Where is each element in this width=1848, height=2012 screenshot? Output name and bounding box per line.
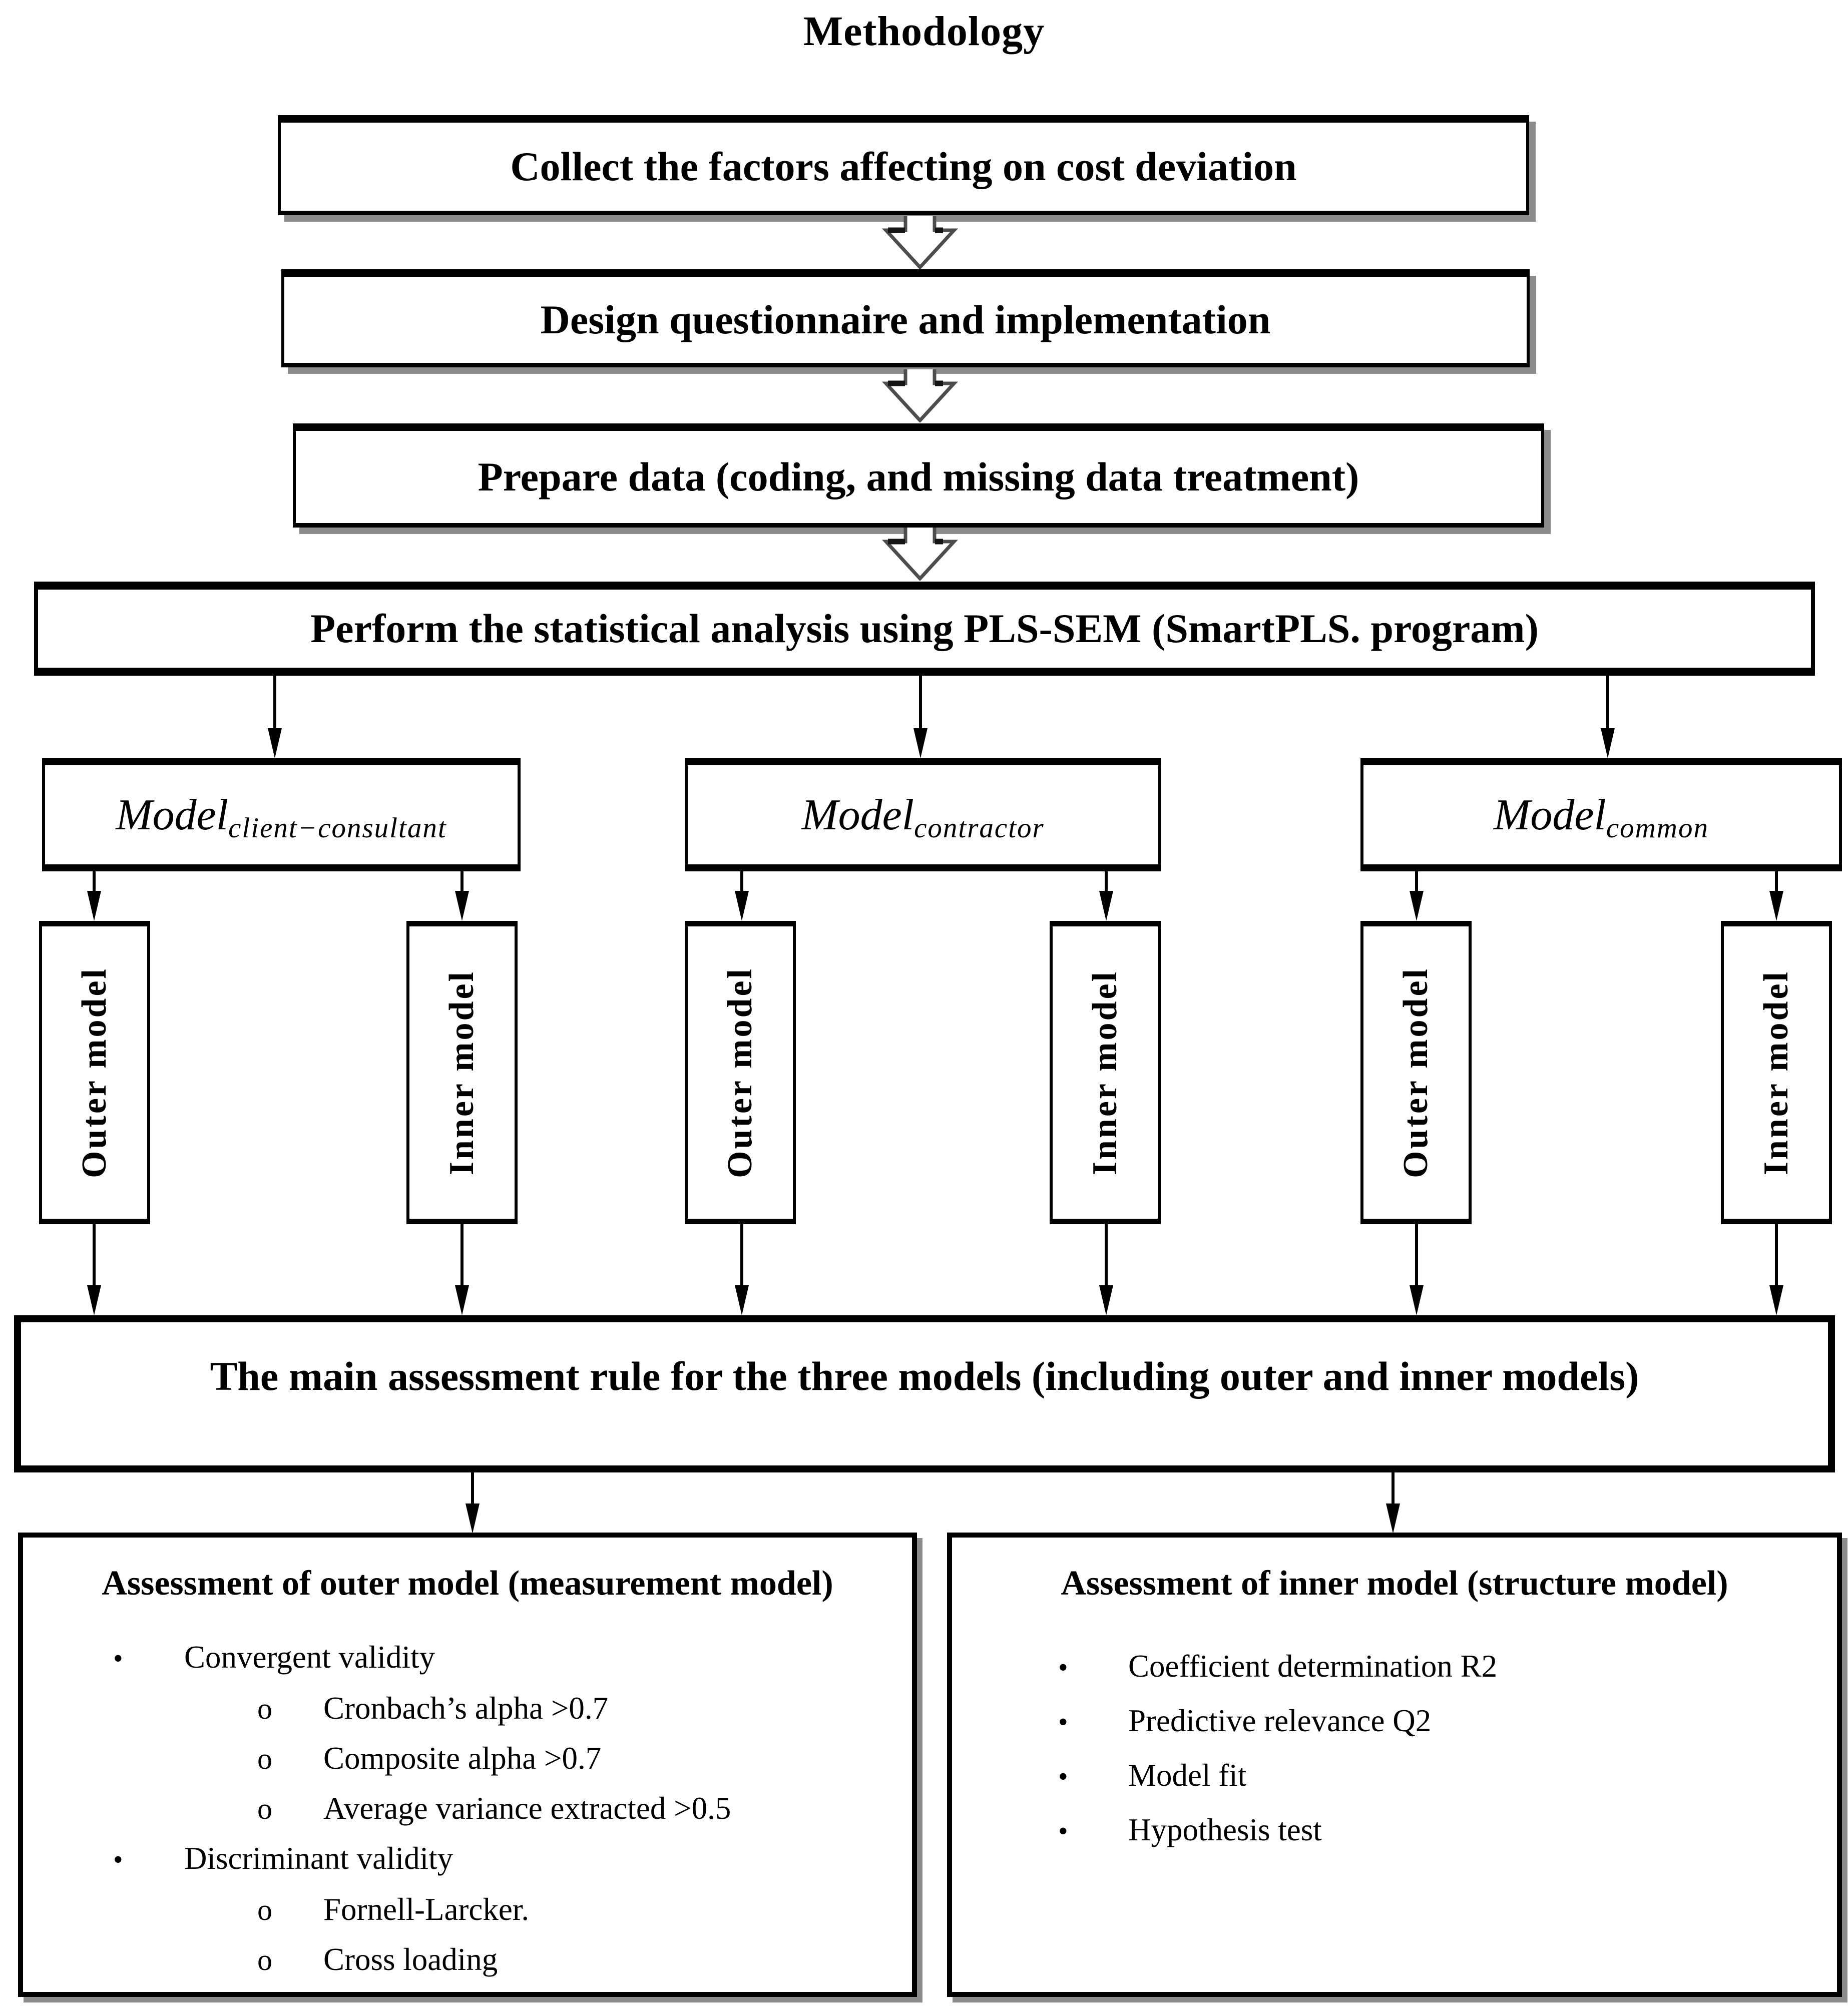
- step-collect-factors: Collect the factors affecting on cost de…: [278, 115, 1529, 215]
- down-arrow-icon: [267, 676, 283, 758]
- list-item: o Fornell-Larcker.: [23, 1885, 912, 1935]
- model-name: Model: [801, 790, 914, 839]
- list-item-text: Predictive relevance Q2: [1128, 1703, 1432, 1738]
- assessment-outer-title: Assessment of outer model (measurement m…: [102, 1564, 833, 1603]
- list-item: o Average variance extracted >0.5: [23, 1784, 912, 1834]
- list-item-text: Cronbach’s alpha >0.7: [323, 1691, 609, 1726]
- outer-model-label: Outer model: [75, 967, 114, 1178]
- list-item: o Cross loading: [23, 1935, 912, 1985]
- list-item: • Model fit: [952, 1749, 1837, 1803]
- inner-model-box-client-consultant: Inner model: [406, 921, 518, 1224]
- outer-model-box-client-consultant: Outer model: [39, 921, 150, 1224]
- model-subscript: contractor: [914, 812, 1045, 844]
- down-arrow-icon: [1098, 1224, 1114, 1315]
- circle-icon: o: [257, 1692, 272, 1725]
- down-arrow-icon: [1409, 871, 1425, 921]
- list-item-text: Average variance extracted >0.5: [323, 1791, 731, 1826]
- list-item: • Discriminant validity: [23, 1834, 912, 1885]
- step-label: Prepare data (coding, and missing data t…: [478, 454, 1359, 499]
- hollow-down-arrow-icon: [882, 369, 958, 422]
- assessment-inner-list: • Coefficient determination R2 • Predict…: [952, 1640, 1837, 1858]
- step-label: Perform the statistical analysis using P…: [310, 606, 1539, 651]
- list-item: o Cronbach’s alpha >0.7: [23, 1684, 912, 1734]
- list-item-text: Composite alpha >0.7: [323, 1741, 602, 1776]
- down-arrow-icon: [86, 871, 102, 921]
- outer-model-box-contractor: Outer model: [685, 921, 796, 1224]
- list-item-text: Coefficient determination R2: [1128, 1649, 1498, 1684]
- assessment-outer-list: • Convergent validity o Cronbach’s alpha…: [23, 1633, 912, 1985]
- inner-model-box-contractor: Inner model: [1050, 921, 1161, 1224]
- outer-model-label: Outer model: [721, 967, 759, 1178]
- page-title: Methodology: [803, 8, 1045, 55]
- bullet-icon: •: [113, 1844, 123, 1875]
- list-item: • Predictive relevance Q2: [952, 1694, 1837, 1749]
- assessment-outer-model-box: Assessment of outer model (measurement m…: [18, 1533, 917, 1997]
- outer-model-label: Outer model: [1397, 967, 1435, 1178]
- assessment-inner-title: Assessment of inner model (structure mod…: [1061, 1564, 1728, 1603]
- model-name: Model: [1494, 790, 1606, 839]
- outer-model-box-common: Outer model: [1360, 921, 1472, 1224]
- down-arrow-icon: [912, 676, 929, 758]
- inner-model-label: Inner model: [1757, 969, 1795, 1176]
- list-item-text: Convergent validity: [184, 1640, 435, 1675]
- down-arrow-icon: [454, 871, 470, 921]
- inner-model-label: Inner model: [442, 969, 481, 1176]
- step-label: Collect the factors affecting on cost de…: [510, 144, 1297, 189]
- main-assessment-rule-label: The main assessment rule for the three m…: [210, 1353, 1639, 1399]
- down-arrow-icon: [454, 1224, 470, 1315]
- inner-model-box-common: Inner model: [1721, 921, 1832, 1224]
- down-arrow-icon: [1768, 871, 1784, 921]
- main-assessment-rule-box: The main assessment rule for the three m…: [14, 1315, 1835, 1472]
- circle-icon: o: [257, 1792, 272, 1825]
- bullet-icon: •: [1058, 1652, 1068, 1683]
- hollow-down-arrow-icon: [882, 528, 958, 581]
- down-arrow-icon: [465, 1472, 481, 1534]
- list-item: • Hypothesis test: [952, 1803, 1837, 1858]
- list-item: o Composite alpha >0.7: [23, 1734, 912, 1784]
- list-item-text: Hypothesis test: [1128, 1812, 1322, 1847]
- list-item-text: Discriminant validity: [184, 1841, 453, 1876]
- list-item-text: Fornell-Larcker.: [323, 1892, 530, 1927]
- bullet-icon: •: [113, 1643, 123, 1674]
- step-statistical-analysis: Perform the statistical analysis using P…: [34, 582, 1815, 676]
- step-design-questionnaire: Design questionnaire and implementation: [281, 269, 1530, 367]
- bullet-icon: •: [1058, 1707, 1068, 1738]
- down-arrow-icon: [1385, 1472, 1401, 1534]
- down-arrow-icon: [86, 1224, 102, 1315]
- circle-icon: o: [257, 1893, 272, 1926]
- model-subscript: common: [1606, 812, 1709, 844]
- list-item: • Coefficient determination R2: [952, 1640, 1837, 1694]
- bullet-icon: •: [1058, 1816, 1068, 1847]
- assessment-inner-model-box: Assessment of inner model (structure mod…: [947, 1533, 1842, 1997]
- down-arrow-icon: [1600, 676, 1616, 758]
- hollow-down-arrow-icon: [882, 216, 958, 269]
- list-item: • Convergent validity: [23, 1633, 912, 1684]
- step-label: Design questionnaire and implementation: [540, 297, 1271, 342]
- circle-icon: o: [257, 1742, 272, 1775]
- down-arrow-icon: [1098, 871, 1114, 921]
- list-item-text: Cross loading: [323, 1942, 498, 1977]
- model-name: Model: [116, 790, 229, 839]
- circle-icon: o: [257, 1943, 272, 1976]
- down-arrow-icon: [1409, 1224, 1425, 1315]
- down-arrow-icon: [734, 871, 750, 921]
- down-arrow-icon: [1768, 1224, 1784, 1315]
- down-arrow-icon: [734, 1224, 750, 1315]
- inner-model-label: Inner model: [1086, 969, 1124, 1176]
- step-prepare-data: Prepare data (coding, and missing data t…: [293, 423, 1544, 528]
- bullet-icon: •: [1058, 1761, 1068, 1792]
- list-item-text: Model fit: [1128, 1758, 1247, 1793]
- model-subscript: client−consultant: [228, 812, 447, 844]
